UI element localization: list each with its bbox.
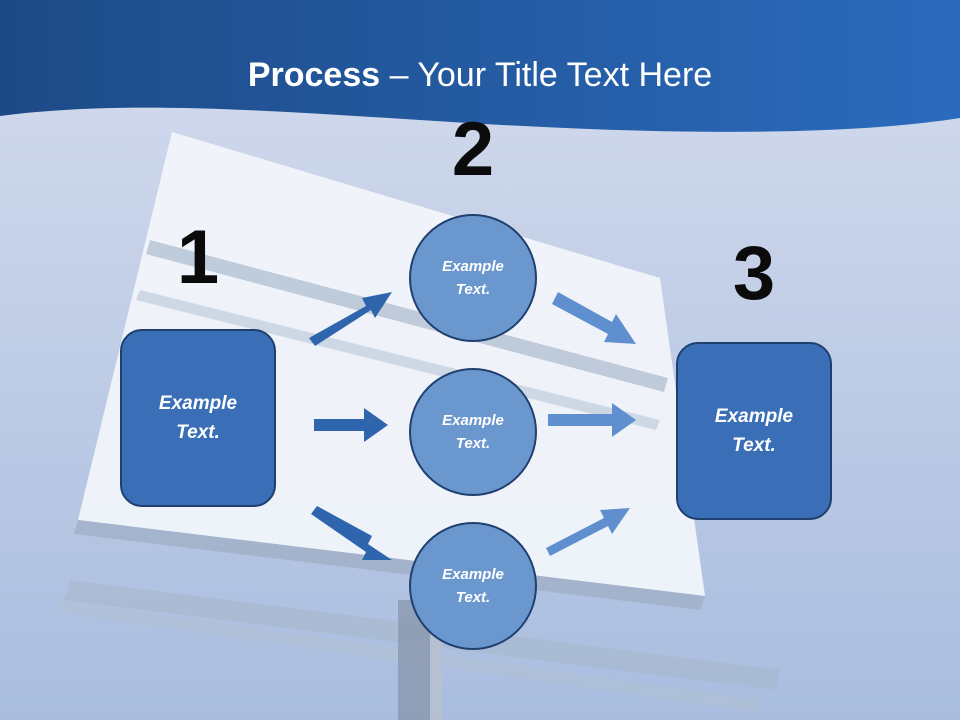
circle-top-line1: Example bbox=[442, 258, 504, 275]
arrow-up-right-right bbox=[546, 508, 630, 556]
step-number-2: 2 bbox=[451, 107, 495, 192]
arrow-up-right-left bbox=[309, 292, 392, 346]
step-number-3: 3 bbox=[732, 231, 776, 316]
circle-top-line2: Text. bbox=[455, 281, 491, 298]
slide-title: Process – Your Title Text Here bbox=[0, 52, 960, 98]
step-box-3-line1: Example bbox=[714, 406, 794, 427]
title-bold: Process bbox=[247, 56, 381, 94]
step-box-3-line2: Text. bbox=[732, 435, 776, 456]
step-box-1-line2: Text. bbox=[176, 422, 220, 443]
step-number-1: 1 bbox=[176, 215, 220, 300]
arrow-down-right-left bbox=[311, 506, 392, 560]
circle-middle: Example Text. bbox=[409, 368, 537, 496]
circle-bottom-line2: Text. bbox=[455, 589, 491, 606]
circle-top: Example Text. bbox=[409, 214, 537, 342]
title-rest: – Your Title Text Here bbox=[380, 56, 713, 94]
circle-bottom-line1: Example bbox=[442, 566, 504, 583]
step-box-1-line1: Example bbox=[158, 393, 238, 414]
step-box-1: Example Text. bbox=[120, 329, 276, 507]
circle-middle-line1: Example bbox=[442, 412, 504, 429]
step-box-3: Example Text. bbox=[676, 342, 832, 520]
arrow-right-left bbox=[314, 408, 388, 442]
circle-bottom: Example Text. bbox=[409, 522, 537, 650]
arrow-down-right-right bbox=[552, 292, 636, 344]
circle-middle-line2: Text. bbox=[455, 435, 491, 452]
arrow-right-right bbox=[548, 403, 636, 437]
